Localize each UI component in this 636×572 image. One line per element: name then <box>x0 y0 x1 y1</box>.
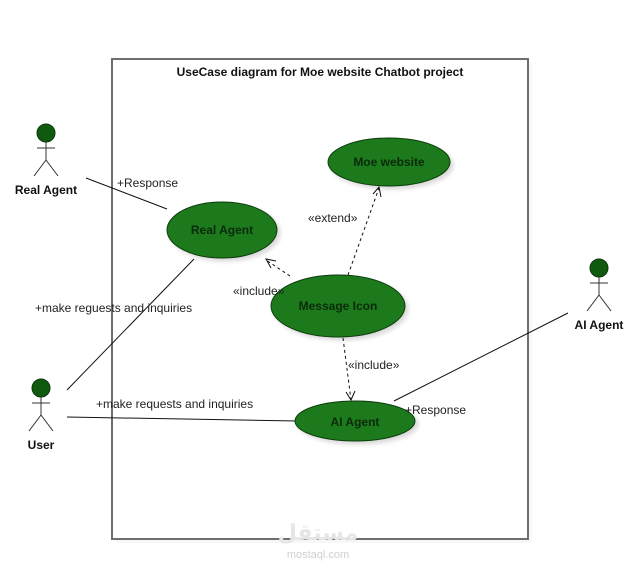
include-arrow-realagent <box>265 258 291 277</box>
label-include-ai-agent: «include» <box>348 358 400 372</box>
usecase-moe-website-label: Moe website <box>353 155 425 169</box>
actor-head <box>36 123 56 143</box>
label-user-ai-agent: +make requests and inquiries <box>96 397 253 411</box>
diagram-title: UseCase diagram for Moe website Chatbot … <box>177 65 464 79</box>
label-extend: «extend» <box>308 211 358 225</box>
watermark-arabic: مستقل <box>278 521 358 546</box>
usecase-ai-agent[interactable] <box>294 400 416 442</box>
usecase-ai-agent-label: AI Agent <box>331 415 380 429</box>
actor-head <box>31 378 51 398</box>
usecase-real-agent-label: Real Agent <box>191 223 253 237</box>
label-ai-agent-response: +Response <box>405 403 466 417</box>
assoc-aiagent-actor <box>393 312 569 402</box>
usecase-moe-website[interactable] <box>327 137 451 187</box>
watermark-latin: mostaql.com <box>287 549 349 561</box>
label-user-real-agent: +make reguests and inquiries <box>35 301 192 315</box>
assoc-user-aiagent <box>66 416 297 422</box>
label-include-real-agent: «include» <box>233 284 285 298</box>
actor-ai-agent[interactable] <box>586 258 612 312</box>
extend-arrow <box>347 185 382 276</box>
actor-real-agent[interactable] <box>33 123 59 177</box>
actor-head <box>589 258 609 278</box>
include-arrow-aiagent <box>342 337 356 402</box>
usecase-real-agent[interactable] <box>166 201 278 259</box>
actor-ai-agent-label: AI Agent <box>575 318 624 332</box>
actor-real-agent-label: Real Agent <box>15 183 77 197</box>
assoc-realagent-actor <box>85 177 168 210</box>
actor-user-label: User <box>28 438 55 452</box>
actor-user[interactable] <box>28 378 54 432</box>
assoc-user-realagent <box>66 258 195 391</box>
usecase-message-icon[interactable] <box>270 274 406 338</box>
usecase-message-icon-label: Message Icon <box>299 299 378 313</box>
label-real-agent-response: +Response <box>117 176 178 190</box>
